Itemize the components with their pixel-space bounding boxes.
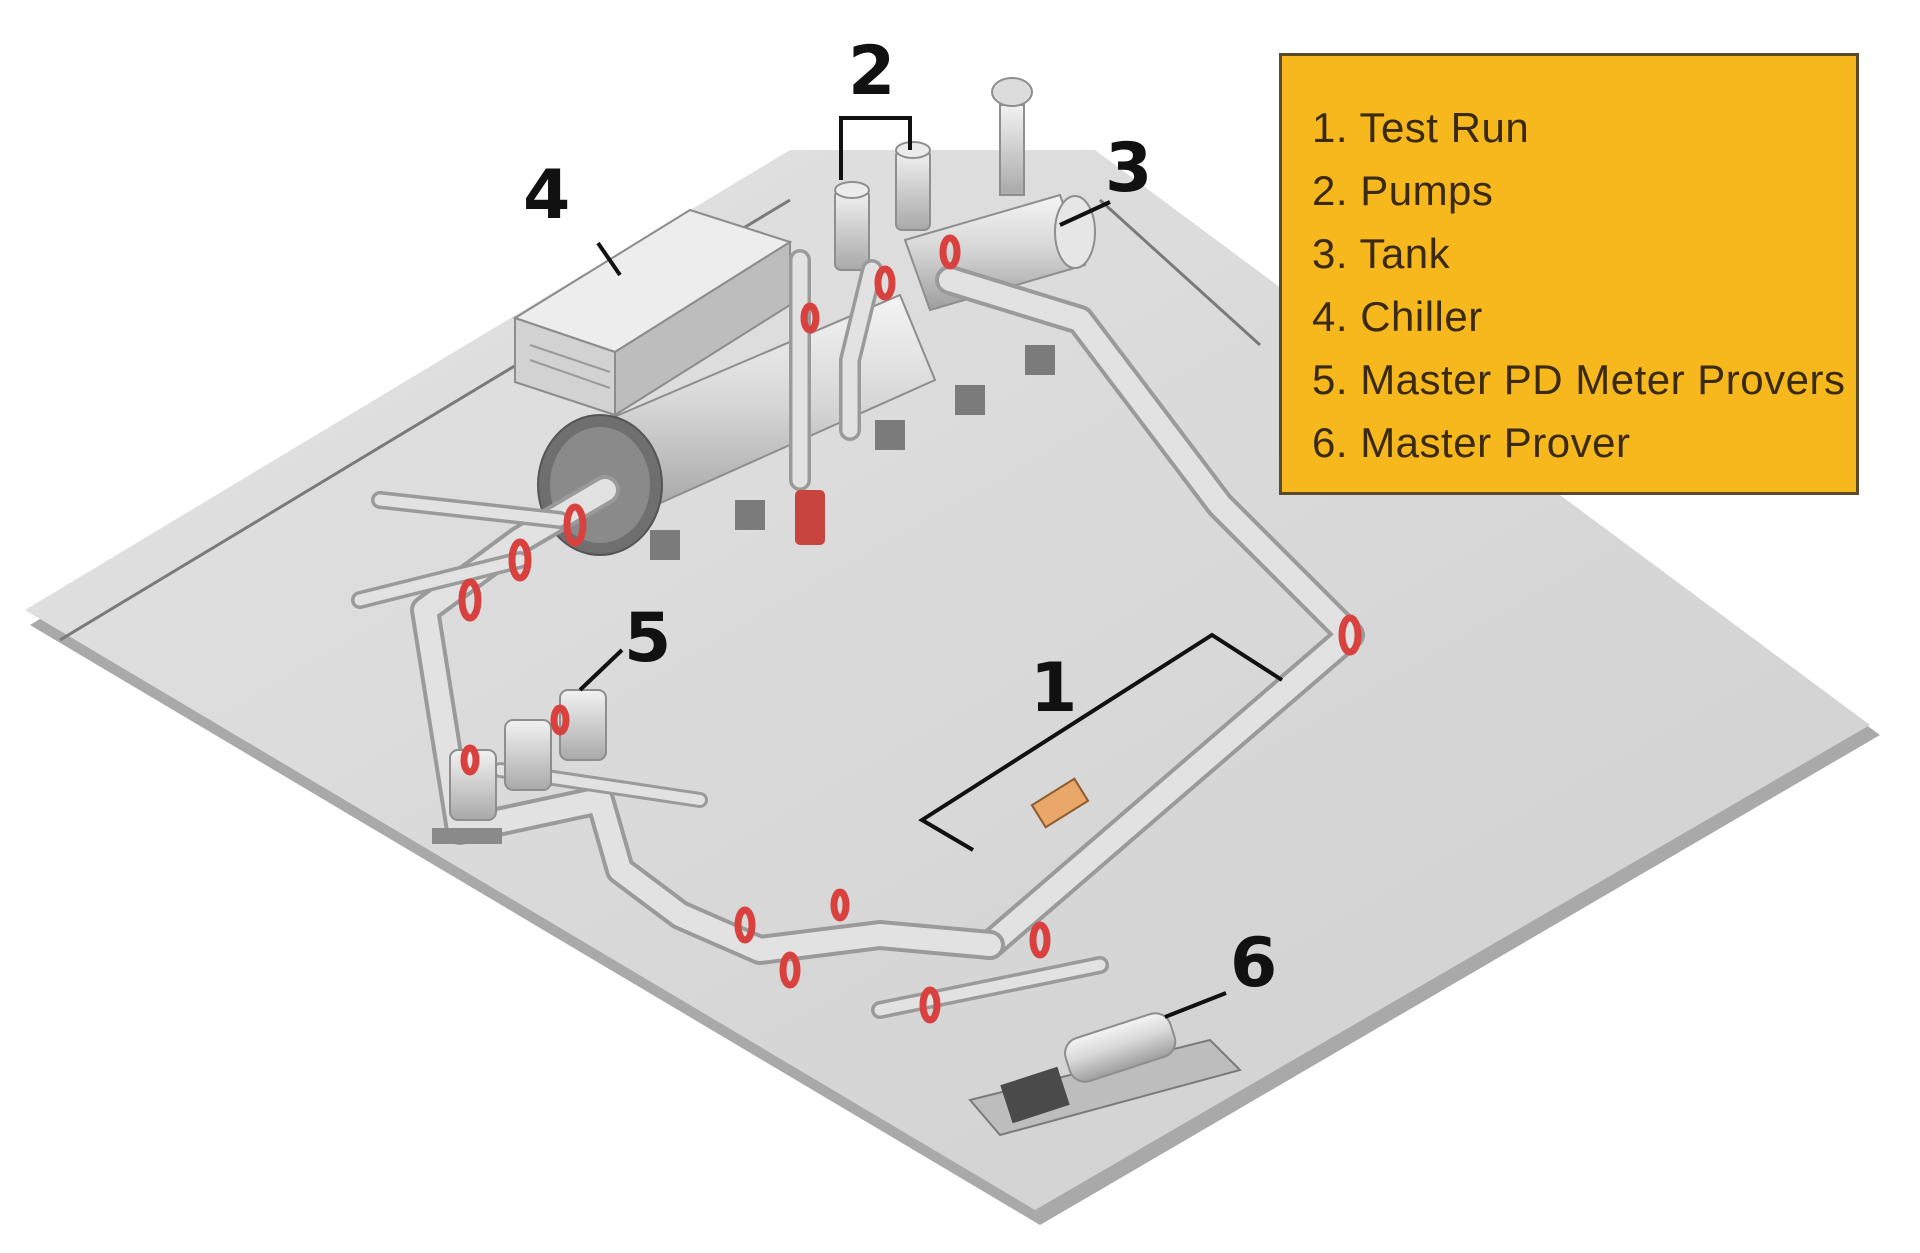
legend-item-tank: 3. Tank	[1312, 230, 1451, 277]
piping-network	[351, 249, 1365, 1019]
legend-item-master-pd-meter-provers: 5. Master PD Meter Provers	[1312, 356, 1846, 403]
callout-2: 2	[848, 32, 896, 111]
master-pd-meter-provers	[432, 689, 607, 844]
callout-4: 4	[523, 156, 571, 235]
callout-3: 3	[1105, 129, 1153, 208]
master-prover	[968, 1012, 1242, 1137]
legend-item-pumps: 2. Pumps	[1312, 167, 1494, 214]
callout-6: 6	[1230, 924, 1278, 1003]
valve-flanges	[458, 234, 1362, 1024]
callout-5: 5	[624, 599, 672, 678]
callout-1: 1	[1030, 649, 1078, 728]
red-valve	[795, 490, 825, 545]
legend-box: 1. Test Run 2. Pumps 3. Tank 4. Chiller …	[1279, 53, 1859, 495]
callout-leaders	[578, 116, 1284, 1019]
test-run	[1030, 777, 1090, 829]
legend-item-test-run: 1. Test Run	[1312, 104, 1530, 151]
legend-item-master-prover: 6. Master Prover	[1312, 419, 1631, 466]
pumps	[834, 141, 931, 271]
legend-item-chiller: 4. Chiller	[1312, 293, 1483, 340]
